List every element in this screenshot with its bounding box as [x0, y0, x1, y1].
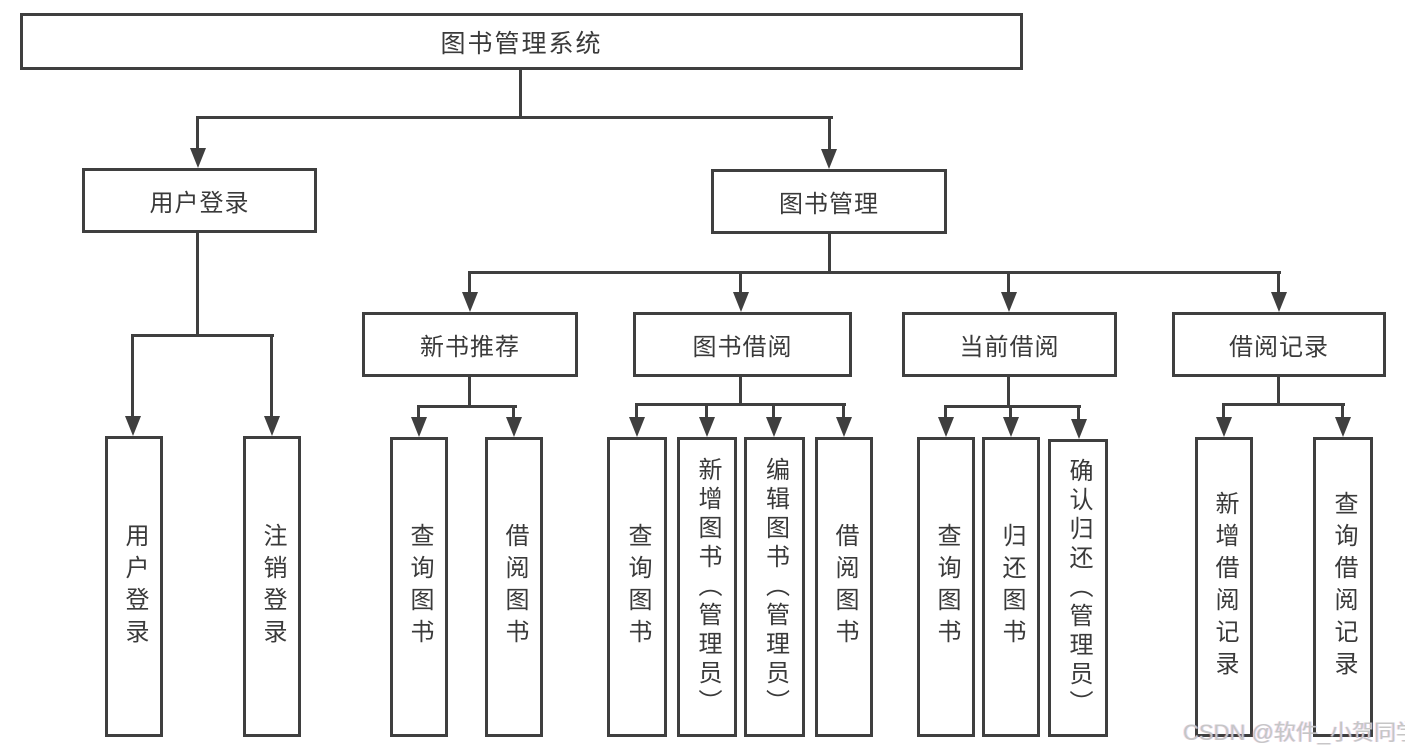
node-edit-books-admin: 编辑图书（管理员） [744, 437, 805, 737]
connector-trunk [519, 70, 522, 119]
node-return-books-label: 归还图书 [998, 523, 1025, 651]
arrowhead-down-icon [836, 417, 852, 437]
node-borrow-books-2: 借阅图书 [815, 437, 873, 737]
arrowhead-down-icon [1335, 417, 1351, 437]
connector-drop [1007, 271, 1010, 294]
connector-drop [842, 403, 845, 419]
connector-drop [196, 116, 199, 150]
connector-drop [705, 403, 708, 419]
connector-drop [772, 403, 775, 419]
connector-trunk [1007, 377, 1010, 407]
connector-branch [132, 334, 274, 337]
node-borrow-records: 借阅记录 [1172, 312, 1386, 377]
connector-drop [944, 405, 947, 419]
node-root: 图书管理系统 [20, 13, 1023, 70]
node-return-books: 归还图书 [982, 437, 1040, 737]
node-current-borrowing: 当前借阅 [902, 312, 1117, 377]
connector-branch [418, 405, 517, 408]
node-confirm-return-admin: 确认归还（管理员） [1048, 439, 1108, 737]
node-user-login-leaf-label: 用户登录 [121, 522, 148, 651]
node-edit-books-admin-label: 编辑图书（管理员） [761, 456, 789, 718]
node-query-books-2-label: 查询图书 [624, 523, 651, 651]
node-book-borrowing-label: 图书借阅 [692, 334, 793, 361]
connector-trunk [1277, 377, 1280, 405]
node-query-books: 查询图书 [390, 437, 448, 737]
watermark: CSDN @软件_小贺同学 [1183, 720, 1405, 745]
node-book-borrowing: 图书借阅 [633, 312, 852, 377]
node-borrow-books: 借阅图书 [485, 437, 543, 737]
arrowhead-down-icon [1216, 417, 1232, 437]
arrowhead-down-icon [125, 416, 141, 436]
connector-drop [1277, 271, 1280, 294]
node-logout-leaf: 注销登录 [243, 436, 301, 737]
connector-drop [131, 334, 134, 418]
node-add-books-admin: 新增图书（管理员） [677, 437, 737, 737]
node-borrow-books-label: 借阅图书 [501, 523, 528, 651]
node-add-borrow-record-label: 新增借阅记录 [1211, 491, 1238, 683]
arrowhead-down-icon [733, 292, 749, 312]
arrowhead-down-icon [1071, 419, 1087, 439]
connector-drop [468, 271, 471, 294]
node-add-borrow-record: 新增借阅记录 [1195, 437, 1253, 737]
arrowhead-down-icon [411, 417, 427, 437]
node-confirm-return-admin-label: 确认归还（管理员） [1065, 457, 1092, 719]
node-query-books-label: 查询图书 [406, 523, 433, 651]
arrowhead-down-icon [821, 149, 837, 169]
connector-branch [197, 116, 833, 119]
arrowhead-down-icon [1271, 292, 1287, 312]
connector-drop [828, 116, 831, 151]
arrowhead-down-icon [190, 148, 206, 168]
node-new-book-recommend: 新书推荐 [362, 312, 578, 377]
connector-trunk [739, 377, 742, 405]
arrowhead-down-icon [766, 417, 782, 437]
node-add-books-admin-label: 新增图书（管理员） [694, 456, 721, 718]
arrowhead-down-icon [264, 416, 280, 436]
arrowhead-down-icon [1001, 292, 1017, 312]
node-book-mgmt-branch-label: 图书管理 [779, 191, 879, 218]
connector-drop [512, 405, 515, 419]
arrowhead-down-icon [699, 417, 715, 437]
connector-drop [1341, 403, 1344, 419]
connector-drop [1077, 405, 1080, 419]
node-user-login-branch-label: 用户登录 [149, 190, 250, 217]
node-user-login-leaf: 用户登录 [105, 436, 163, 737]
connector-drop [1222, 403, 1225, 419]
connector-drop [1009, 405, 1012, 419]
node-root-label: 图书管理系统 [440, 29, 603, 58]
connector-drop [739, 271, 742, 294]
node-new-book-recommend-label: 新书推荐 [420, 334, 520, 361]
connector-branch [1223, 403, 1345, 406]
node-current-borrowing-label: 当前借阅 [959, 334, 1060, 361]
node-book-mgmt-branch: 图书管理 [711, 169, 947, 234]
connector-drop [270, 334, 273, 418]
connector-trunk [196, 233, 199, 337]
connector-branch [945, 405, 1081, 408]
connector-drop [417, 405, 420, 419]
node-query-books-2: 查询图书 [607, 437, 667, 737]
arrowhead-down-icon [506, 417, 522, 437]
node-query-borrow-record-label: 查询借阅记录 [1330, 491, 1357, 683]
connector-drop [635, 403, 638, 419]
node-borrow-books-2-label: 借阅图书 [831, 523, 858, 651]
arrowhead-down-icon [938, 417, 954, 437]
node-query-books-3: 查询图书 [917, 437, 975, 737]
node-logout-leaf-label: 注销登录 [259, 522, 286, 651]
connector-trunk [468, 377, 471, 407]
arrowhead-down-icon [1003, 417, 1019, 437]
connector-branch [468, 271, 1281, 274]
node-user-login-branch: 用户登录 [82, 168, 317, 233]
node-query-books-3-label: 查询图书 [933, 523, 960, 651]
arrowhead-down-icon [629, 417, 645, 437]
arrowhead-down-icon [462, 292, 478, 312]
connector-branch [636, 403, 846, 406]
node-query-borrow-record: 查询借阅记录 [1313, 437, 1373, 737]
node-borrow-records-label: 借阅记录 [1229, 334, 1329, 361]
connector-trunk [828, 234, 831, 274]
